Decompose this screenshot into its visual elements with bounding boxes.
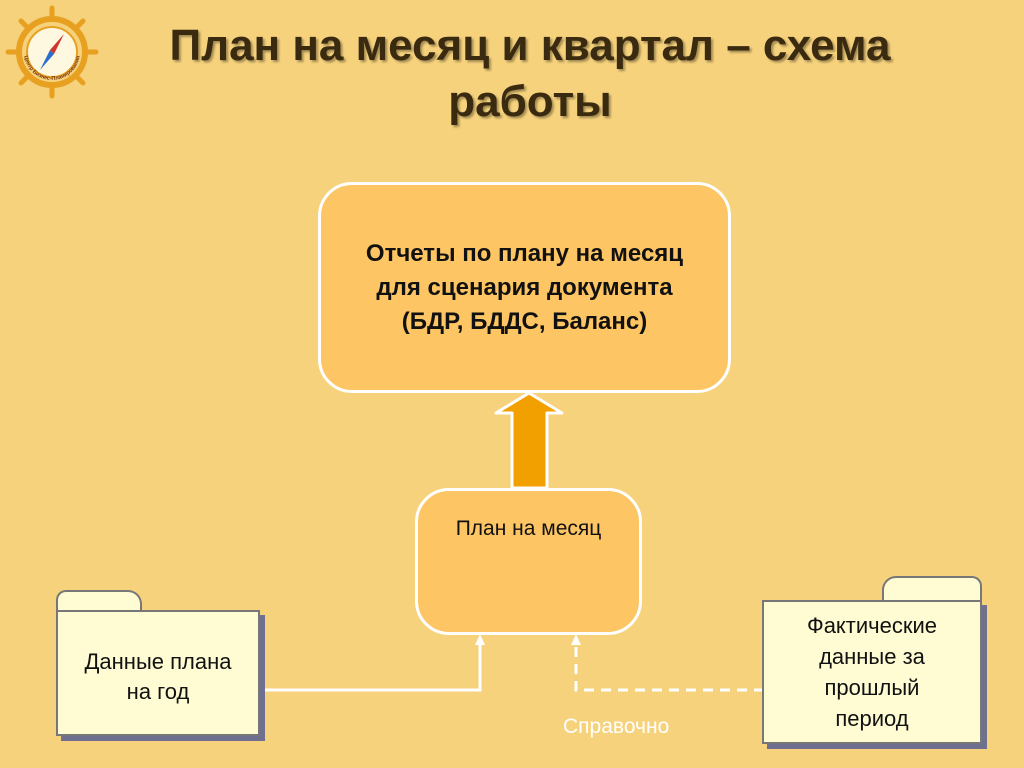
reference-label: Справочно xyxy=(563,715,670,738)
ship-wheel-compass-icon: Центр Бизнес-Планирования xyxy=(5,5,99,99)
folder-tab xyxy=(882,576,982,602)
slide-title: План на месяц и квартал – схема работы xyxy=(169,21,891,126)
reports-box: Отчеты по плану на месяц для сценария до… xyxy=(318,182,731,393)
year-plan-folder: Данные плана на год xyxy=(56,590,260,736)
reports-box-text: Отчеты по плану на месяц для сценария до… xyxy=(365,239,684,335)
connector-actual-to-month-plan xyxy=(574,644,764,692)
actual-data-folder: Фактические данные за прошлый период xyxy=(762,576,982,744)
month-plan-box: План на месяц xyxy=(415,488,642,635)
arrowhead-actual xyxy=(571,634,581,645)
arrowhead-year-plan xyxy=(475,634,485,645)
arrow-up-to-reports xyxy=(494,391,564,490)
year-plan-folder-text: Данные плана на год xyxy=(84,649,232,704)
month-plan-box-text: План на месяц xyxy=(455,517,602,540)
connector-year-plan-to-month-plan xyxy=(262,644,482,692)
folder-body: Фактические данные за прошлый период xyxy=(762,600,982,744)
folder-body: Данные плана на год xyxy=(56,610,260,736)
actual-data-folder-text: Фактические данные за прошлый период xyxy=(806,613,938,731)
